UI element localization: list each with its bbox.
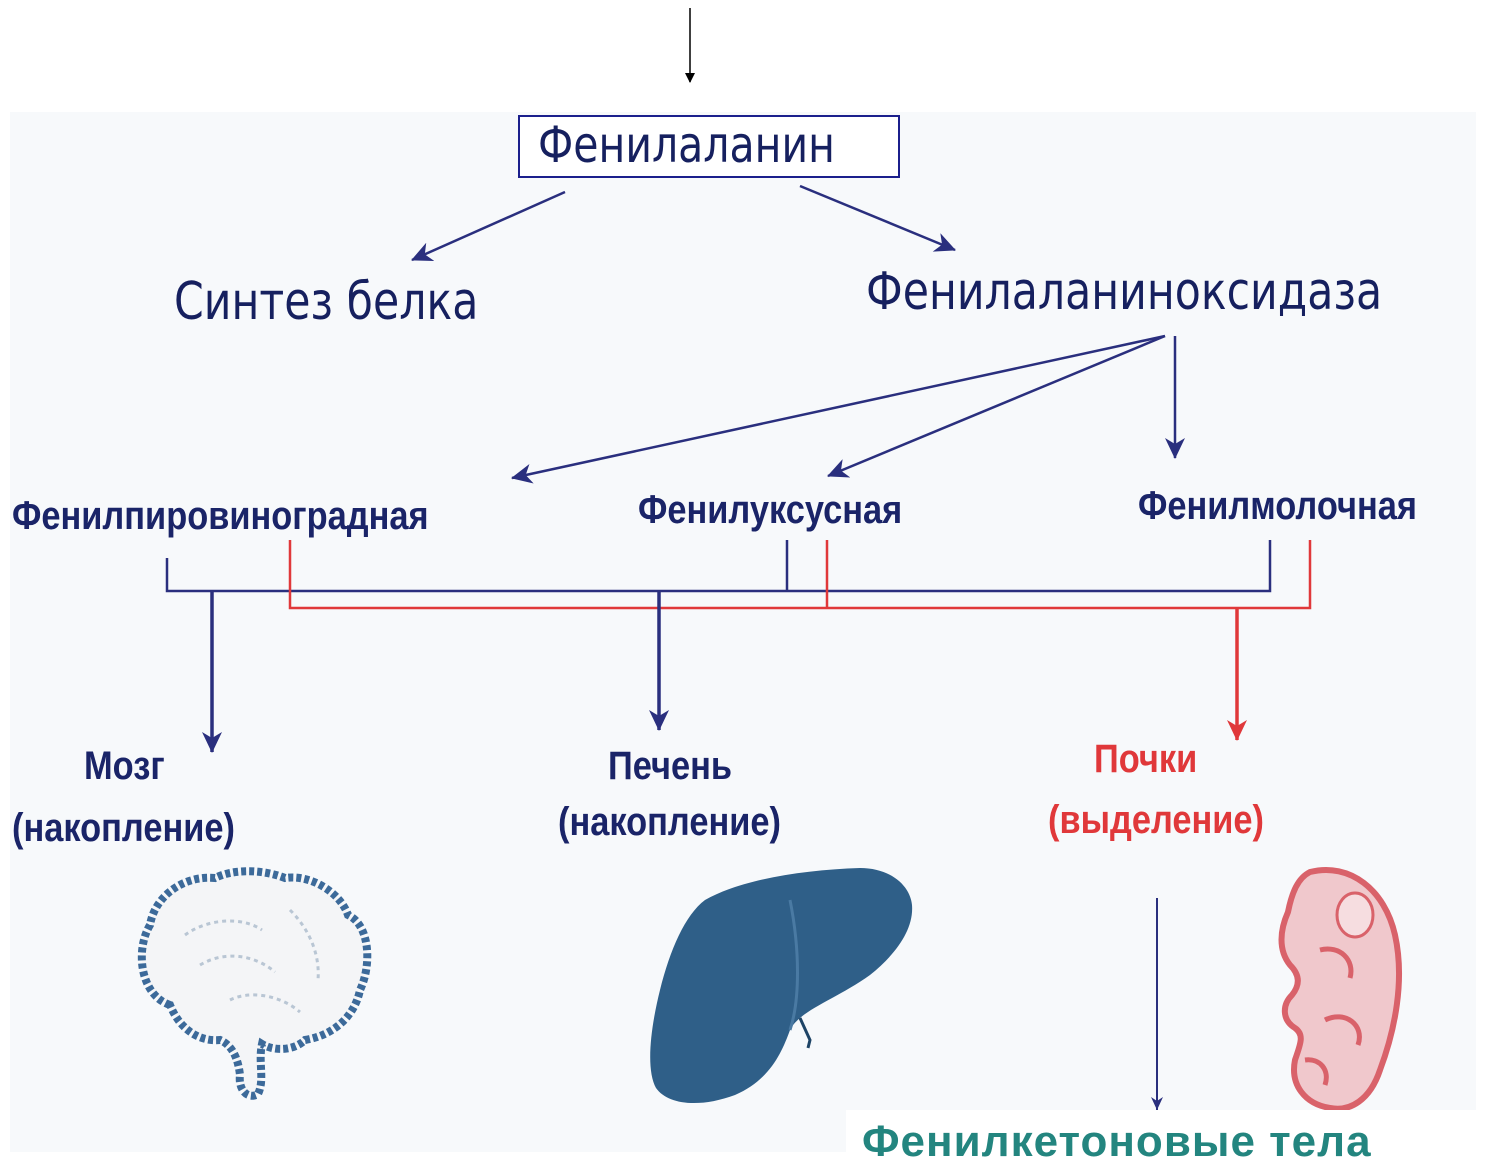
enzyme-label: Фенилаланиноксидаза (866, 262, 1382, 322)
red-bracket (290, 540, 1310, 608)
kidneys-name: Почки (1094, 737, 1197, 782)
kidney-icon (1282, 870, 1400, 1109)
blue-bracket (167, 540, 1270, 591)
liver-process: (накопление) (558, 800, 781, 845)
arrow-to-enzyme (800, 186, 955, 250)
phenylpyruvic-label: Фенилпировиноградная (12, 494, 429, 539)
kidneys-process: (выделение) (1048, 798, 1264, 843)
result-label: Фенилкетоновые тела (862, 1117, 1372, 1167)
phenylacetic-label: Фенилуксусная (638, 488, 902, 533)
phenyllactic-label: Фенилмолочная (1138, 484, 1417, 529)
brain-icon (142, 871, 367, 1096)
arrow-to-protein-synthesis (412, 192, 565, 260)
protein-synthesis-label: Синтез белка (174, 272, 478, 332)
brain-process: (накопление) (12, 806, 235, 851)
liver-name: Печень (608, 744, 732, 789)
root-label: Фенилаланин (538, 116, 835, 174)
liver-icon (650, 868, 912, 1103)
arrow-to-phenylpyruvic (512, 336, 1165, 478)
arrow-to-phenylacetic (828, 336, 1165, 476)
brain-name: Мозг (84, 744, 165, 789)
